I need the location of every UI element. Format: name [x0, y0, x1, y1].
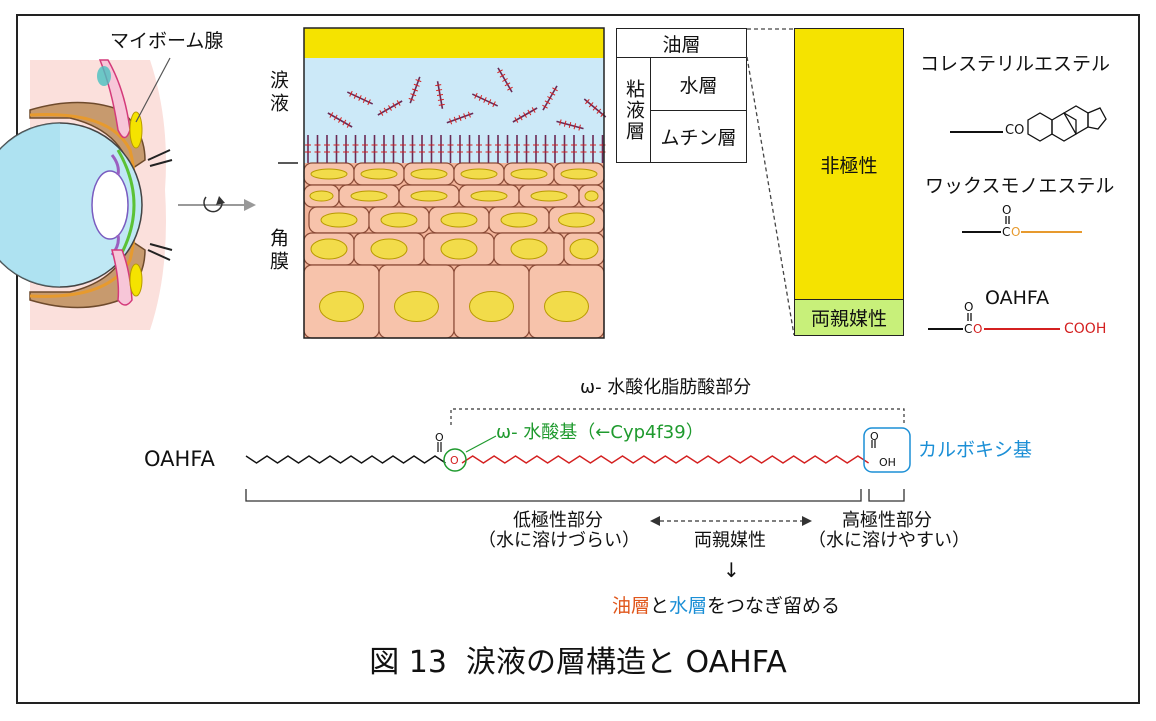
cell-nucleus: [558, 212, 595, 228]
carboxyl-group-label: カルボキシ基: [918, 439, 1033, 461]
nonpolar-label: 非極性: [820, 154, 878, 177]
ester-o: O: [450, 454, 459, 467]
low-polarity-note: （水に溶けづらい）: [478, 530, 640, 551]
figure-caption: 図 13 涙液の層構造と OAHFA: [369, 645, 787, 680]
hydroxy-group-label: ω- 水酸基（←Cyp4f39）: [496, 422, 704, 443]
wax-ester-name: ワックスモノエステル: [925, 175, 1115, 197]
cell-nucleus: [500, 212, 538, 228]
cell-nucleus: [394, 291, 439, 322]
low-polarity-label: 低極性部分: [513, 510, 603, 531]
oil-layer-label: 油層: [662, 33, 701, 56]
cell-nucleus: [510, 168, 548, 180]
mucus-layer-label: 粘液層: [623, 78, 645, 142]
high-polarity-label: 高極性部分: [842, 510, 932, 531]
wax-c: C: [1002, 225, 1011, 239]
cell-nucleus: [310, 238, 348, 260]
cell-nucleus: [510, 238, 548, 260]
cell-nucleus: [319, 291, 364, 322]
conclusion-and: と: [650, 595, 670, 617]
conclusion-rest: をつなぎ留める: [707, 595, 841, 617]
oahfa-name-right: OAHFA: [985, 287, 1050, 309]
cell-nucleus: [460, 168, 498, 180]
high-polarity-note: （水に溶けやすい）: [808, 530, 970, 551]
conclusion-line: 油層と水層をつなぎ留める: [612, 597, 840, 616]
soluble-mucin: [512, 107, 538, 123]
soluble-mucin: [346, 90, 374, 106]
cell-nucleus: [470, 190, 508, 202]
cell-nucleus: [560, 168, 598, 180]
cell-nucleus: [440, 212, 478, 228]
mucus-layer-cell: 粘液層: [616, 57, 651, 163]
figure-frame: [16, 14, 1140, 704]
amphiphilic-center-label: 両親媒性: [694, 530, 766, 551]
oahfa-o: O: [973, 322, 983, 336]
soluble-mucin: [408, 76, 422, 104]
cholesteryl-co: CO: [1005, 123, 1025, 138]
cell-nucleus: [350, 190, 388, 202]
carbonyl-o: O: [435, 431, 444, 444]
amphiphilic-bar: 両親媒性: [794, 299, 904, 336]
cell-nucleus: [440, 238, 478, 260]
oahfa-c: C: [964, 322, 973, 336]
cell-nucleus: [380, 212, 418, 228]
cell-nucleus: [410, 168, 448, 180]
wax-o-top: O: [1002, 203, 1012, 217]
cell-nucleus: [410, 190, 448, 202]
cell-nucleus: [309, 190, 334, 202]
cell-nucleus: [320, 212, 358, 228]
cell-nucleus: [310, 168, 348, 180]
mucin-layer-label: ムチン層: [660, 127, 737, 149]
acid-o: O: [870, 430, 879, 443]
cell-nucleus: [544, 291, 589, 322]
oahfa-cooh: COOH: [1064, 321, 1107, 337]
cornea-label: 角膜: [267, 228, 289, 274]
water-layer-label: 水層: [679, 74, 718, 97]
cell-nucleus: [469, 291, 514, 322]
meibomian-gland-label: マイボーム腺: [110, 30, 224, 52]
tear-label: 涙液: [267, 70, 289, 116]
soluble-mucin: [471, 92, 499, 108]
nonpolar-bar: 非極性: [794, 28, 904, 300]
hydroxy-fatty-acid-title: ω- 水酸化脂肪酸部分: [580, 377, 752, 398]
soluble-mucin: [435, 81, 445, 109]
cell-nucleus: [569, 238, 599, 260]
down-arrow: ↓: [723, 558, 740, 582]
soluble-mucin: [377, 100, 403, 116]
cell-nucleus: [370, 238, 408, 260]
cholesteryl-ester-name: コレステリルエステル: [920, 53, 1111, 75]
cell-nucleus: [360, 168, 398, 180]
amphiphilic-label: 両親媒性: [810, 308, 887, 330]
mucin-layer-cell: ムチン層: [650, 110, 747, 163]
acid-oh: OH: [879, 456, 896, 469]
soluble-mucin: [446, 111, 474, 125]
soluble-mucin: [497, 67, 513, 93]
conclusion-oil: 油層: [612, 595, 651, 617]
conclusion-water: 水層: [669, 595, 708, 617]
cell-nucleus: [530, 190, 568, 202]
wax-o: O: [1011, 225, 1021, 239]
soluble-mucin: [327, 112, 353, 128]
oahfa-o-top: O: [964, 300, 974, 314]
cell-nucleus: [584, 190, 599, 202]
soluble-mucin: [542, 85, 558, 111]
oahfa-label-left: OAHFA: [144, 447, 215, 471]
soluble-mucin: [556, 119, 584, 131]
